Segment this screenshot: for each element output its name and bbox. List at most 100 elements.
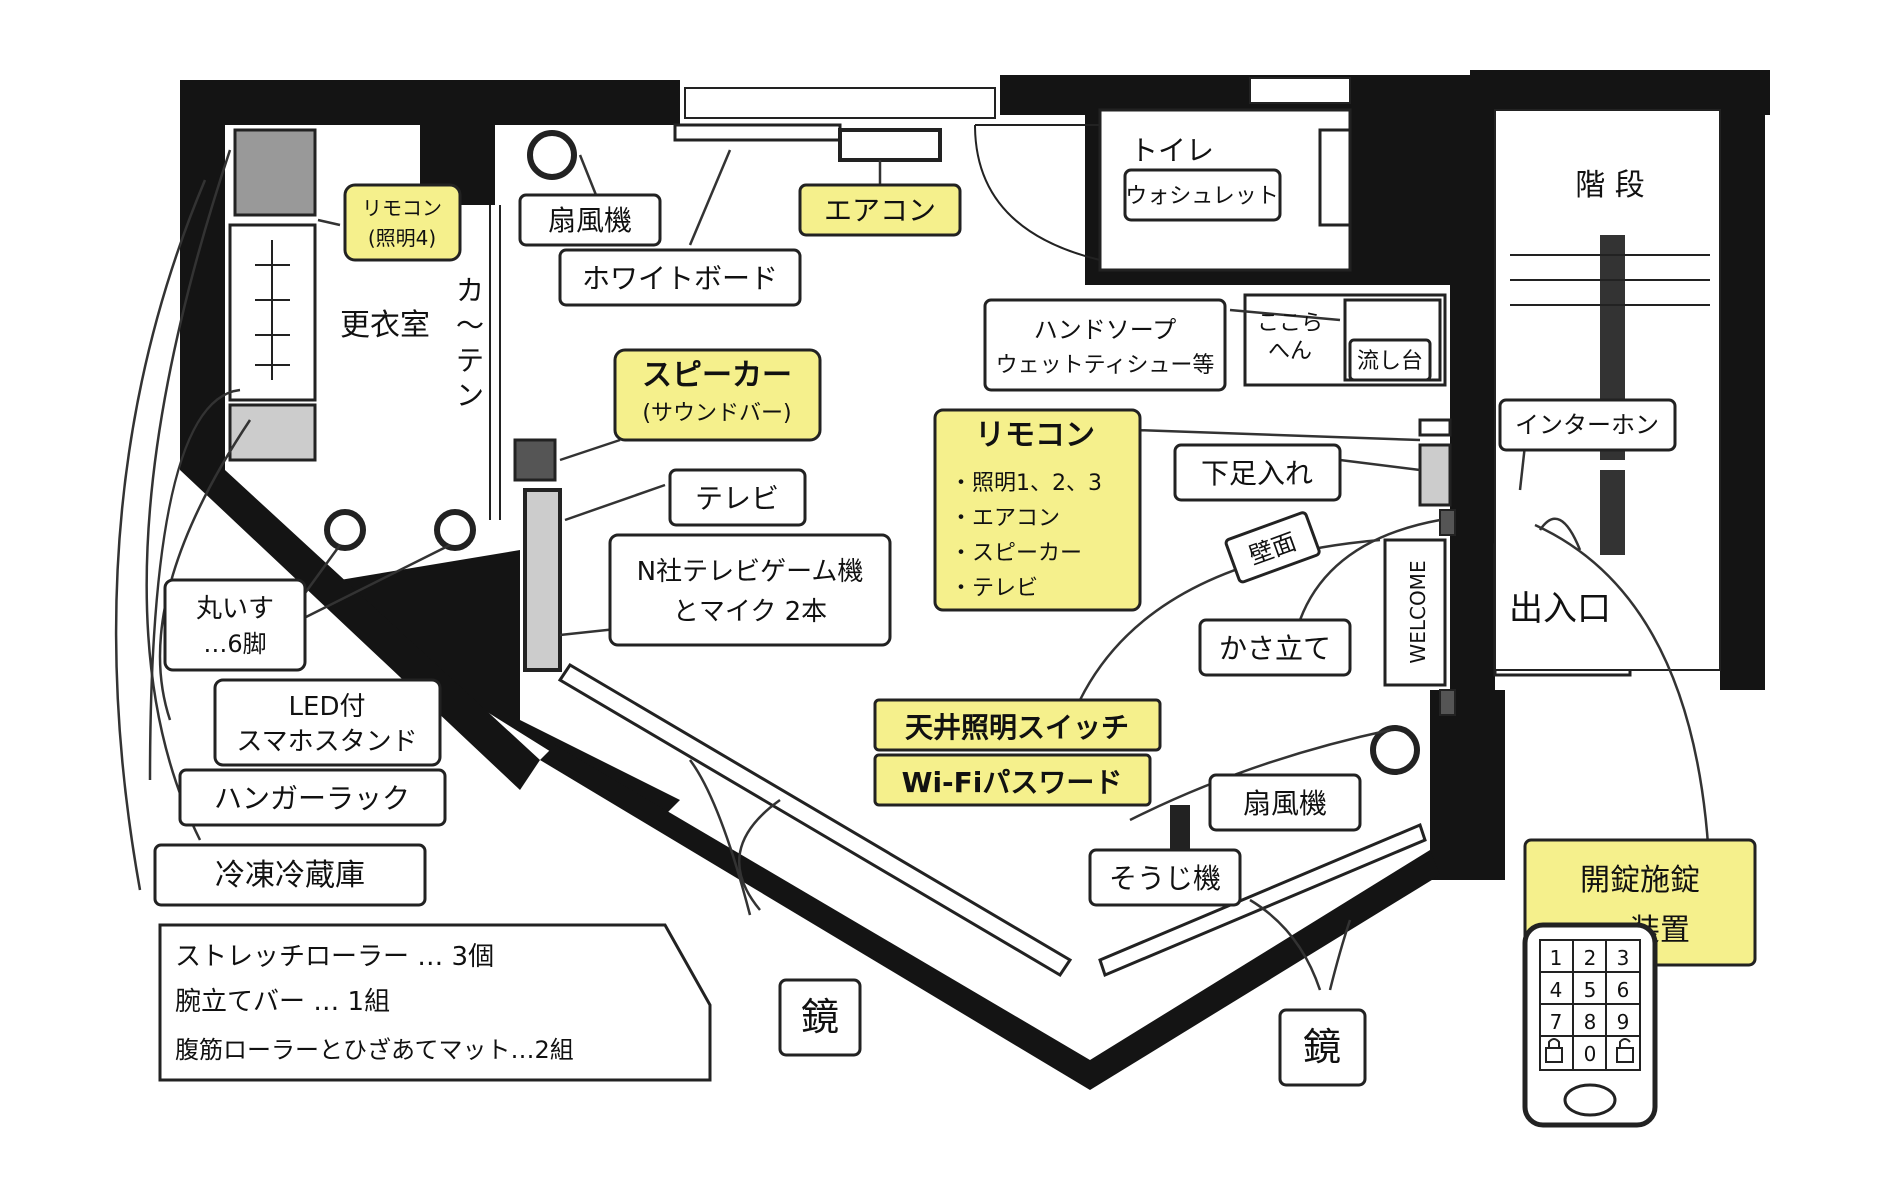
- entrance-label: 出入口: [1509, 589, 1611, 629]
- umbrella-stand-label: かさ立て: [1198, 618, 1352, 677]
- keypad-key-5: 5: [1584, 978, 1597, 1002]
- svg-text:エアコン: エアコン: [824, 194, 936, 227]
- stairs-label: 階 段: [1575, 168, 1645, 203]
- keypad-key-8: 8: [1584, 1010, 1597, 1034]
- intercom-label: インターホン: [1498, 398, 1677, 452]
- svg-text:ホワイトボード: ホワイトボード: [582, 262, 778, 295]
- mirror-left-shape: [557, 662, 1073, 978]
- keypad-key-9: 9: [1617, 1010, 1630, 1034]
- svg-text:ハンドソープ: ハンドソープ: [1034, 316, 1177, 344]
- svg-text:腕立てバー … 1組: 腕立てバー … 1組: [175, 987, 390, 1017]
- keypad-key-3: 3: [1617, 946, 1630, 970]
- svg-text:リモコン: リモコン: [362, 196, 442, 220]
- svg-text:・スピーカー: ・スピーカー: [950, 541, 1082, 566]
- around-here-label: ここら へん: [1257, 311, 1323, 364]
- aircon-shape: [838, 128, 942, 162]
- game-console-label: N社テレビゲーム機 とマイク 2本: [608, 533, 892, 647]
- mirror-left-label: 鏡: [778, 978, 862, 1057]
- svg-text:(サウンドバー): (サウンドバー): [642, 401, 791, 426]
- fan-bottom-label: 扇風機: [1208, 773, 1362, 832]
- vacuum-label: そうじ機: [1088, 848, 1242, 907]
- svg-text:丸いす: 丸いす: [196, 594, 274, 624]
- whiteboard-shape: [673, 123, 842, 142]
- switch-shape: [1439, 509, 1456, 536]
- lock-icon: [1545, 1038, 1563, 1063]
- svg-text:(照明4): (照明4): [368, 226, 436, 250]
- keypad-key-1: 1: [1550, 946, 1563, 970]
- round-chair-label: 丸いす …6脚: [163, 578, 307, 672]
- svg-text:リモコン: リモコン: [975, 418, 1095, 453]
- svg-text:扇風機: 扇風機: [1243, 787, 1327, 820]
- svg-text:・テレビ: ・テレビ: [950, 576, 1038, 601]
- svg-text:インターホン: インターホン: [1515, 411, 1659, 439]
- keypad-key-0: 0: [1584, 1042, 1597, 1066]
- unlock-icon: [1616, 1038, 1634, 1063]
- keypad-key-4: 4: [1550, 978, 1563, 1002]
- svg-text:Wi-Fiパスワード: Wi-Fiパスワード: [902, 766, 1123, 799]
- toilet-label: トイレ: [1130, 134, 1214, 167]
- svg-text:とマイク 2本: とマイク 2本: [673, 597, 827, 627]
- svg-text:WELCOME: WELCOME: [1406, 560, 1430, 663]
- ceiling-switch-label: 天井照明スイッチ: [873, 698, 1162, 752]
- fan-top-label: 扇風機: [518, 193, 662, 247]
- svg-text:冷凍冷蔵庫: 冷凍冷蔵庫: [215, 858, 365, 893]
- svg-text:出入口: 出入口: [1509, 589, 1611, 629]
- svg-text:開錠施錠: 開錠施錠: [1580, 863, 1700, 898]
- welcome-mat-label: WELCOME: [1406, 560, 1430, 663]
- whiteboard-label: ホワイトボード: [558, 248, 802, 307]
- svg-text:スマホスタンド: スマホスタンド: [236, 727, 417, 757]
- svg-text:・照明1、2、3: ・照明1、2、3: [950, 471, 1102, 496]
- svg-text:かさ立て: かさ立て: [1219, 632, 1331, 665]
- speaker-label: スピーカー (サウンドバー): [613, 348, 822, 442]
- svg-text:ン: ン: [456, 379, 484, 412]
- fan-bottom-shape: [1370, 725, 1420, 775]
- round-chair-2: [434, 509, 476, 551]
- svg-text:更衣室: 更衣室: [340, 308, 430, 343]
- svg-text:テレビ: テレビ: [695, 482, 779, 515]
- remote-main-label: リモコン ・照明1、2、3 ・エアコン ・スピーカー ・テレビ: [933, 408, 1142, 612]
- mirror-right-shape: [1098, 822, 1427, 978]
- equipment-list-label: ストレッチローラー … 3個 腕立てバー … 1組 腹筋ローラーとひざあてマット…: [158, 923, 712, 1082]
- tv-label: テレビ: [668, 468, 807, 527]
- keypad-key-6: 6: [1617, 978, 1630, 1002]
- svg-text:流し台: 流し台: [1357, 349, 1423, 374]
- svg-text:ウォシュレット: ウォシュレット: [1125, 184, 1279, 209]
- tv-shape: [523, 488, 562, 672]
- wifi-password-label: Wi-Fiパスワード: [873, 753, 1152, 807]
- welcome-mat-shape: [1383, 538, 1447, 687]
- svg-text:〜: 〜: [456, 309, 484, 342]
- svg-text:ウェットティシュー等: ウェットティシュー等: [996, 353, 1215, 378]
- aircon-label: エアコン: [798, 183, 962, 237]
- keypad-key-2: 2: [1584, 946, 1597, 970]
- svg-text:鏡: 鏡: [801, 995, 839, 1039]
- svg-text:カ: カ: [456, 274, 484, 307]
- hanger-rack-label: ハンガーラック: [178, 768, 447, 827]
- shoe-box-label: 下足入れ: [1173, 443, 1342, 502]
- svg-text:ハンガーラック: ハンガーラック: [214, 782, 410, 815]
- speaker-shape: [513, 438, 557, 482]
- svg-text:トイレ: トイレ: [1130, 134, 1214, 167]
- svg-text:天井照明スイッチ: 天井照明スイッチ: [905, 711, 1129, 744]
- svg-text:…6脚: …6脚: [203, 630, 266, 658]
- fridge-label: 冷凍冷蔵庫: [153, 843, 427, 907]
- led-stand-label: LED付 スマホスタンド: [213, 678, 442, 767]
- svg-text:扇風機: 扇風機: [548, 204, 632, 237]
- svg-text:階 段: 階 段: [1575, 168, 1645, 203]
- keypad-key-7: 7: [1550, 1010, 1563, 1034]
- fingerprint-sensor: [1563, 1083, 1617, 1117]
- keypad: 1 2 3 4 5 6 7 8 9 0: [1522, 922, 1658, 1128]
- svg-text:そうじ機: そうじ機: [1109, 862, 1221, 895]
- mirror-right-label: 鏡: [1278, 1008, 1367, 1087]
- svg-text:・エアコン: ・エアコン: [950, 506, 1060, 531]
- svg-text:テ: テ: [456, 344, 484, 377]
- remote-light4-label: リモコン (照明4): [343, 183, 462, 262]
- svg-text:腹筋ローラーとひざあてマット…2組: 腹筋ローラーとひざあてマット…2組: [175, 1036, 574, 1064]
- svg-text:ストレッチローラー … 3個: ストレッチローラー … 3個: [175, 942, 494, 972]
- svg-text:下足入れ: 下足入れ: [1201, 457, 1313, 490]
- walls: [180, 70, 1770, 1090]
- changing-room-label: 更衣室: [340, 308, 430, 343]
- sink-label: 流し台: [1348, 338, 1432, 382]
- svg-text:LED付: LED付: [289, 692, 366, 722]
- svg-text:へん: へん: [1268, 339, 1312, 364]
